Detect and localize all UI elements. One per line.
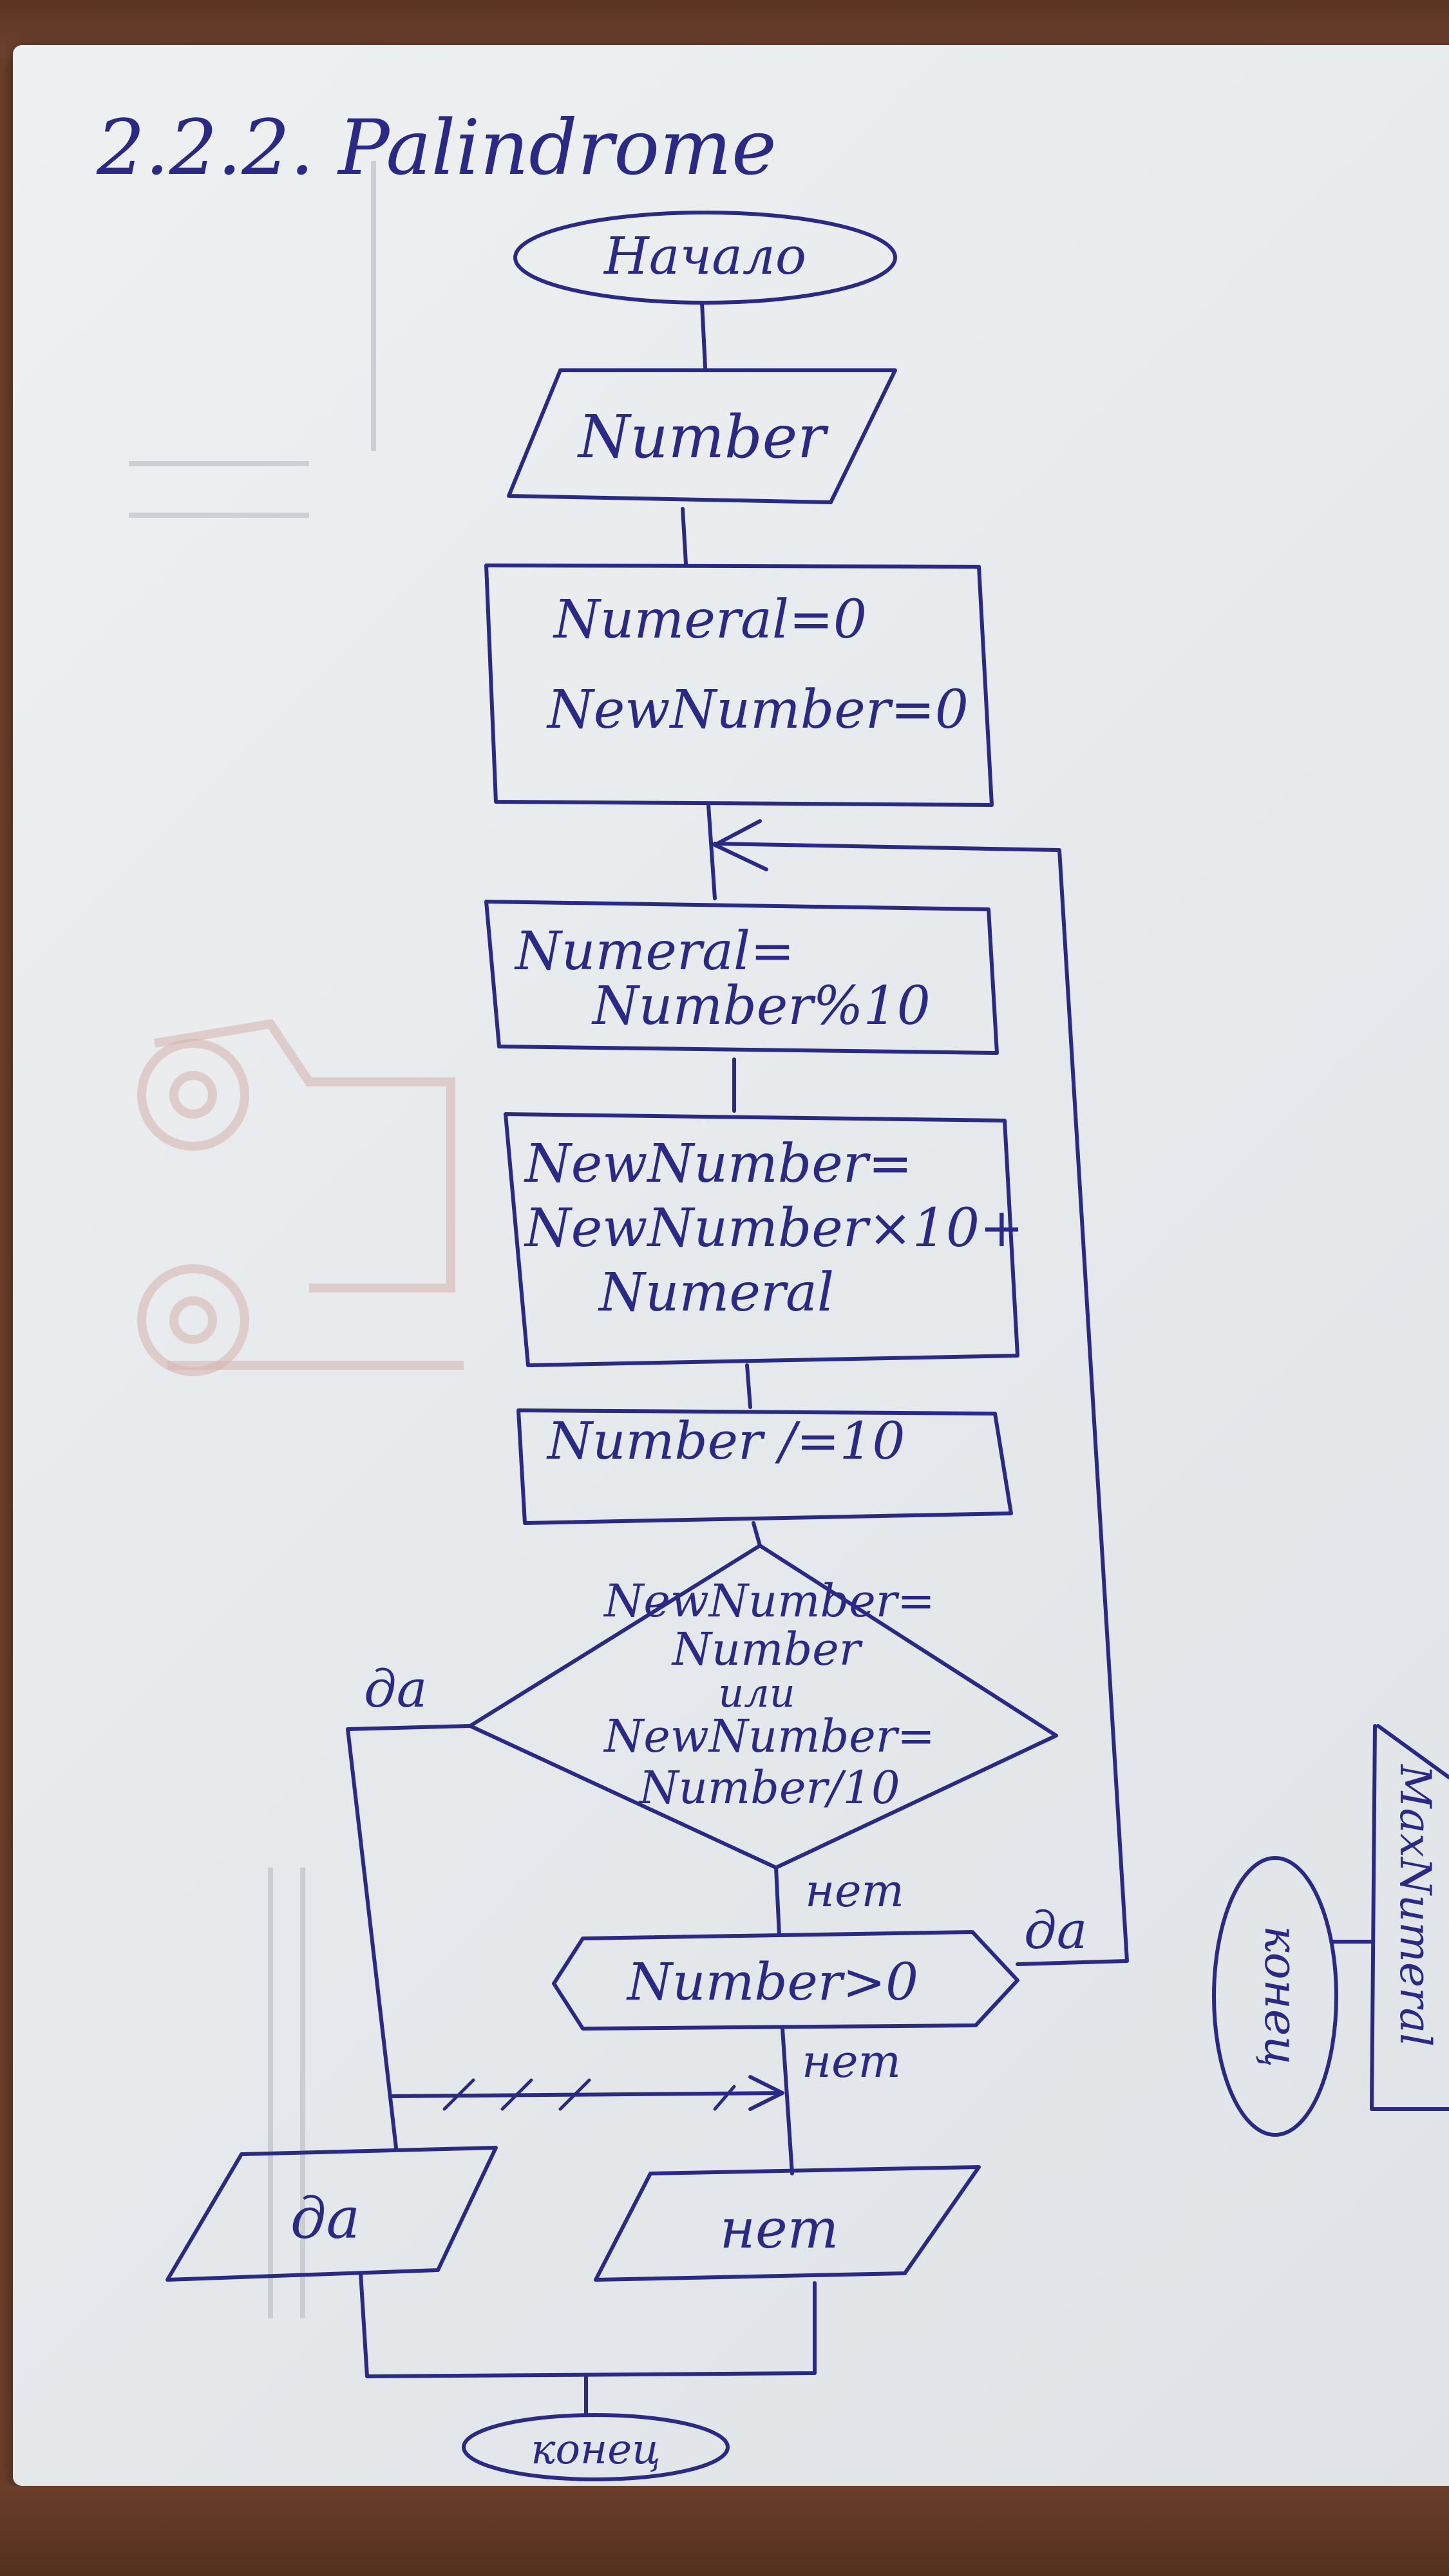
output-yes-box [166, 2146, 498, 2282]
end-terminator [462, 2413, 730, 2481]
palindrome-yes-line [346, 1724, 472, 2150]
output-yes-label: да [290, 2185, 360, 2251]
loop-condition [552, 1930, 1019, 2031]
loop-no-label: нет [802, 2035, 901, 2088]
init-line-1: Numeral=0 [553, 589, 867, 650]
page-title: 2.2.2. Palindrome [96, 103, 777, 192]
show-through-drawing [129, 161, 464, 2318]
palindrome-yes-label: да [364, 1659, 427, 1719]
init-process-box [484, 564, 994, 807]
end-label: конец [531, 2426, 660, 2474]
side-end-terminator [1212, 1856, 1338, 2137]
divide-label: Number /=10 [546, 1411, 905, 1471]
newnumber-line-1: NewNumber= [524, 1133, 913, 1195]
loop-back-line [713, 842, 1129, 1966]
init-line-2: NewNumber=0 [546, 679, 969, 741]
numeral-process-box [484, 900, 999, 1055]
loop-condition-label: Number>0 [626, 1952, 918, 2012]
side-output-label: MaxNumeral [1390, 1764, 1440, 2047]
input-number-box [507, 368, 897, 504]
loop-back-arrowhead [713, 819, 768, 871]
paper-sheet [13, 45, 1449, 2486]
crossed-out-arrow [391, 2091, 784, 2098]
numeral-line-2: Number%10 [591, 976, 931, 1037]
newnumber-process-box [504, 1112, 1019, 1367]
decision-line-4: NewNumber= [603, 1710, 935, 1763]
output-no-box [594, 2165, 981, 2282]
decision-line-1: NewNumber= [603, 1575, 935, 1627]
start-terminator [513, 211, 897, 305]
numeral-line-1: Numeral= [514, 921, 795, 982]
side-end-label: конец [1255, 1926, 1307, 2067]
input-number-label: Number [577, 402, 829, 471]
start-label: Начало [603, 226, 806, 286]
palindrome-no-label: нет [805, 1864, 904, 1917]
newnumber-line-3: Numeral [598, 1262, 834, 1323]
desk-background-bottom [0, 2486, 1449, 2576]
side-output-box [1370, 1724, 1449, 2111]
output-no-label: нет [720, 2197, 839, 2260]
divide-process-box [516, 1408, 1013, 1525]
decision-line-5: Number/10 [638, 1761, 900, 1814]
loop-yes-label: да [1024, 1900, 1087, 1960]
decision-line-3: или [718, 1669, 795, 1716]
newnumber-line-2: NewNumber×10+ [524, 1198, 1024, 1259]
decision-line-2: Number [671, 1623, 863, 1676]
merge-line [359, 2271, 817, 2378]
